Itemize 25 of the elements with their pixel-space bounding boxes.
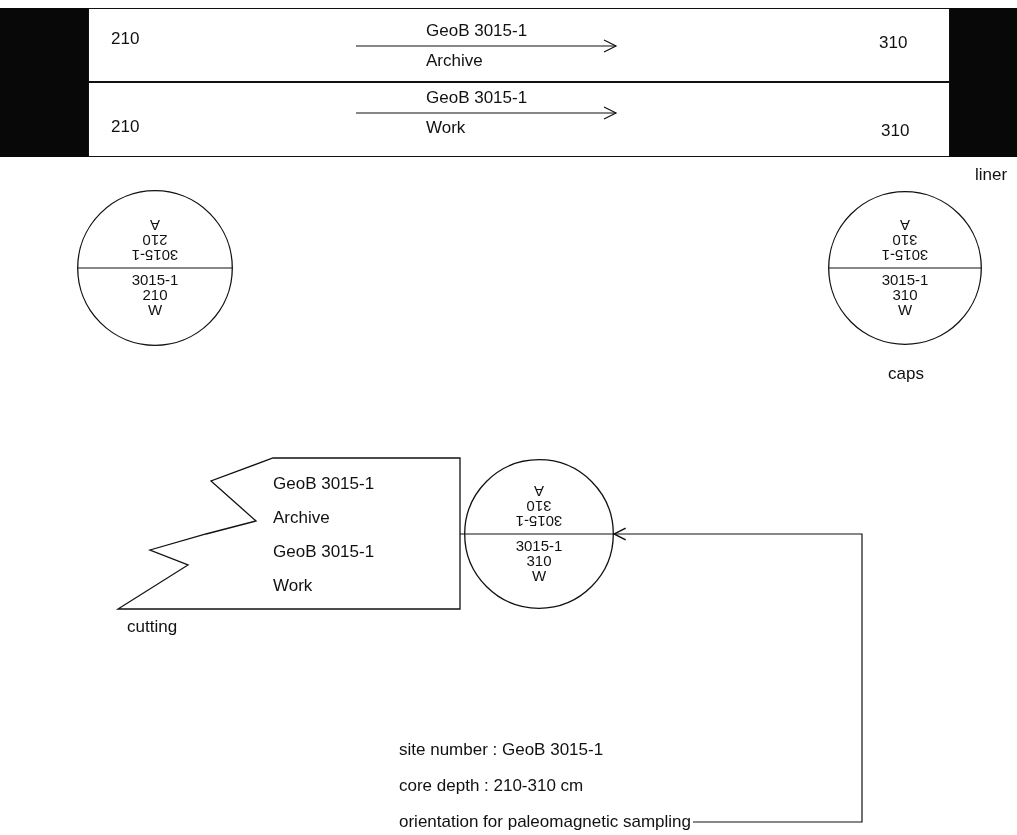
caption-text: caps: [888, 364, 924, 384]
cap-text: 3015-1 210 W: [130, 272, 180, 317]
cap-text: 3015-1 310 A: [514, 484, 564, 529]
cap-text: 3015-1 310 W: [880, 272, 930, 317]
section-label: GeoB 3015-1 Archive: [273, 473, 376, 529]
part-label: liner: [975, 165, 1008, 185]
section-label: GeoB 3015-1 Work: [273, 541, 376, 597]
caption-text: cutting: [127, 617, 178, 637]
cap-text: 3015-1 210 A: [130, 218, 180, 263]
annotation-text: orientation for paleomagnetic sampling: [399, 811, 691, 833]
core-end-block: [0, 8, 88, 157]
depth-label: 310: [879, 33, 908, 53]
connector-arrow: [613, 527, 863, 823]
cap-text: 3015-1 310 W: [514, 538, 564, 583]
section-label: GeoB 3015-1 Work: [426, 87, 529, 139]
depth-label: 310: [881, 121, 910, 141]
annotation-text: core depth : 210-310 cm: [399, 775, 584, 797]
core-end-block: [950, 8, 1017, 157]
cap-text: 3015-1 310 A: [880, 218, 930, 263]
core-section-half: [88, 82, 950, 157]
depth-label: 210: [111, 29, 140, 49]
depth-label: 210: [111, 117, 140, 137]
section-label: GeoB 3015-1 Archive: [426, 20, 529, 72]
core-section-half: [88, 8, 950, 82]
annotation-text: site number : GeoB 3015-1: [399, 739, 604, 761]
